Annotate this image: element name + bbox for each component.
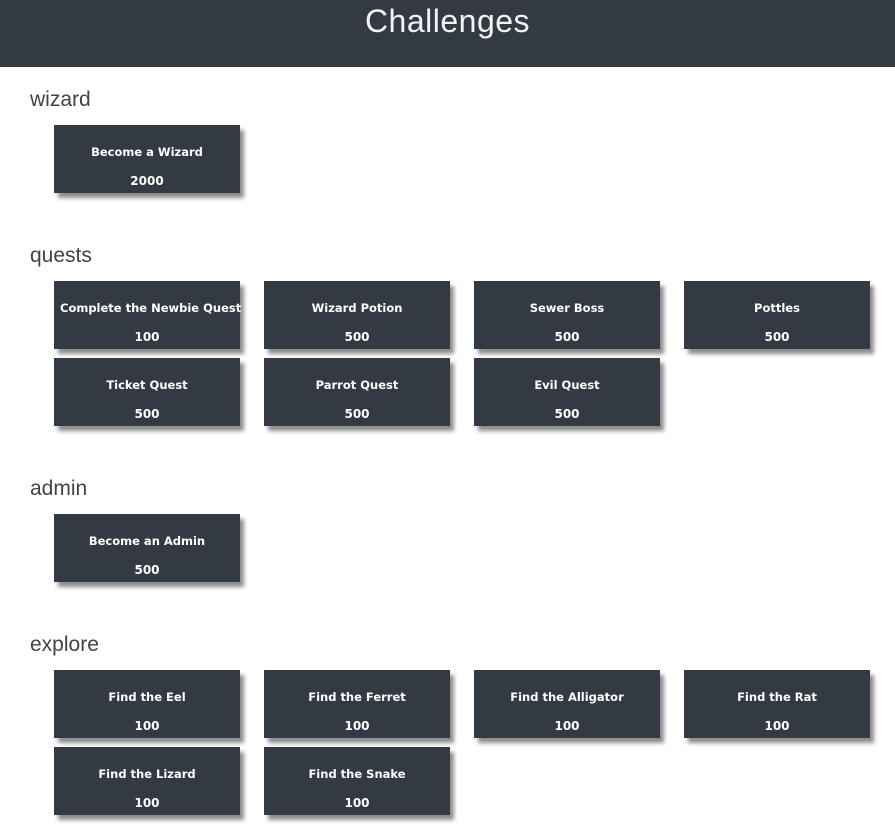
challenge-name: Complete the Newbie Quest	[60, 300, 242, 315]
category-cards: Become an Admin 500	[54, 514, 870, 582]
challenge-card[interactable]: Pottles 500	[684, 281, 870, 349]
category-section: admin Become an Admin 500	[0, 476, 895, 582]
challenge-points: 100	[134, 718, 160, 733]
page-header: Challenges	[0, 0, 895, 67]
challenge-card[interactable]: Find the Ferret 100	[264, 670, 450, 738]
challenge-points: 100	[344, 718, 370, 733]
challenge-card[interactable]: Find the Alligator 100	[474, 670, 660, 738]
challenge-points: 500	[554, 406, 580, 421]
category-cards: Find the Eel 100 Find the Ferret 100 Fin…	[54, 670, 870, 815]
challenge-name: Find the Ferret	[308, 689, 406, 704]
category-title: explore	[30, 633, 99, 656]
challenge-card[interactable]: Find the Rat 100	[684, 670, 870, 738]
challenge-points: 100	[134, 329, 160, 344]
category-cards: Complete the Newbie Quest 100 Wizard Pot…	[54, 281, 870, 426]
challenge-name: Find the Lizard	[98, 766, 196, 781]
challenge-points: 500	[134, 406, 160, 421]
challenge-card[interactable]: Find the Lizard 100	[54, 747, 240, 815]
challenge-card[interactable]: Parrot Quest 500	[264, 358, 450, 426]
challenge-card[interactable]: Evil Quest 500	[474, 358, 660, 426]
category-section: explore Find the Eel 100 Find the Ferret…	[0, 632, 895, 815]
challenge-name: Find the Alligator	[510, 689, 624, 704]
category-cards: Become a Wizard 2000	[54, 125, 870, 193]
challenge-name: Pottles	[754, 300, 800, 315]
challenge-name: Evil Quest	[534, 377, 600, 392]
challenge-card[interactable]: Complete the Newbie Quest 100	[54, 281, 242, 349]
challenge-name: Sewer Boss	[529, 300, 605, 315]
category-title: quests	[30, 244, 92, 267]
challenge-points: 100	[554, 718, 580, 733]
challenge-name: Wizard Potion	[311, 300, 403, 315]
challenge-points: 500	[344, 329, 370, 344]
challenge-points: 100	[344, 795, 370, 810]
page-title: Challenges	[364, 3, 531, 39]
challenge-card[interactable]: Wizard Potion 500	[264, 281, 450, 349]
challenge-card[interactable]: Sewer Boss 500	[474, 281, 660, 349]
challenge-card[interactable]: Become an Admin 500	[54, 514, 240, 582]
challenges-board: wizard Become a Wizard 2000 quests Compl…	[0, 87, 895, 815]
challenge-card[interactable]: Ticket Quest 500	[54, 358, 240, 426]
challenge-name: Find the Snake	[308, 766, 406, 781]
challenge-name: Find the Eel	[108, 689, 186, 704]
challenge-points: 500	[554, 329, 580, 344]
category-title: wizard	[30, 88, 91, 111]
challenge-points: 2000	[130, 173, 164, 188]
challenge-points: 500	[344, 406, 370, 421]
challenge-name: Parrot Quest	[315, 377, 399, 392]
challenge-points: 100	[764, 718, 790, 733]
challenge-name: Find the Rat	[737, 689, 817, 704]
challenge-points: 100	[134, 795, 160, 810]
challenge-card[interactable]: Find the Eel 100	[54, 670, 240, 738]
challenge-name: Become an Admin	[88, 533, 206, 548]
challenge-points: 500	[764, 329, 790, 344]
category-section: wizard Become a Wizard 2000	[0, 87, 895, 193]
challenge-name: Ticket Quest	[106, 377, 188, 392]
challenge-card[interactable]: Become a Wizard 2000	[54, 125, 240, 193]
challenge-name: Become a Wizard	[91, 144, 203, 159]
challenge-points: 500	[134, 562, 160, 577]
challenge-card[interactable]: Find the Snake 100	[264, 747, 450, 815]
category-title: admin	[30, 477, 88, 500]
category-section: quests Complete the Newbie Quest 100 Wiz…	[0, 243, 895, 426]
